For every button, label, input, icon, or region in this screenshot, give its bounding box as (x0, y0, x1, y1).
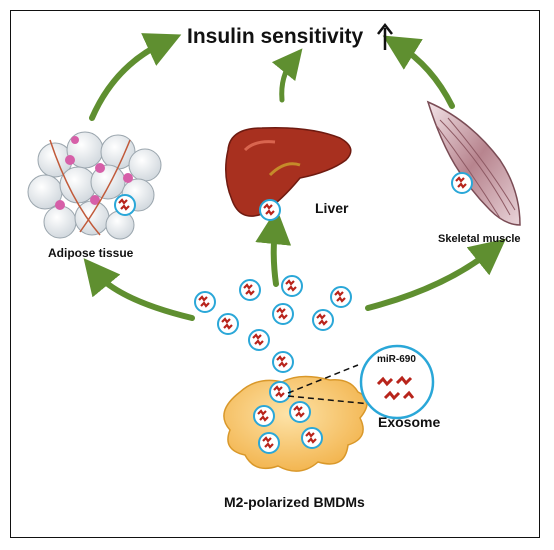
arrow-adipose-to-insulin (89, 33, 182, 121)
adipose-tissue-label: Adipose tissue (48, 246, 134, 260)
released-exosomes (193, 274, 353, 374)
arrow-exosomes-to-muscle (365, 238, 507, 311)
arrow-liver-to-insulin (271, 48, 303, 103)
liver-illustration (225, 126, 352, 222)
m2-macrophage-illustration (223, 375, 368, 472)
exosome-enlarged (359, 344, 435, 420)
arrow-exosomes-to-adipose (83, 258, 195, 321)
mirna-label: miR-690 (377, 354, 416, 365)
arrow-muscle-to-insulin (382, 35, 455, 109)
m2-bmdms-label: M2-polarized BMDMs (224, 494, 365, 510)
outer-border (10, 10, 540, 538)
adipose-tissue-illustration (27, 131, 162, 240)
liver-label: Liver (315, 200, 349, 216)
skeletal-muscle-label: Skeletal muscle (438, 233, 521, 245)
exosome-label: Exosome (378, 414, 441, 430)
arrow-exosomes-to-liver (255, 208, 292, 287)
exosome-callout-lines (287, 364, 371, 405)
up-arrow-icon (377, 22, 393, 50)
skeletal-muscle-illustration (426, 100, 521, 226)
page-title: Insulin sensitivity (187, 25, 364, 48)
